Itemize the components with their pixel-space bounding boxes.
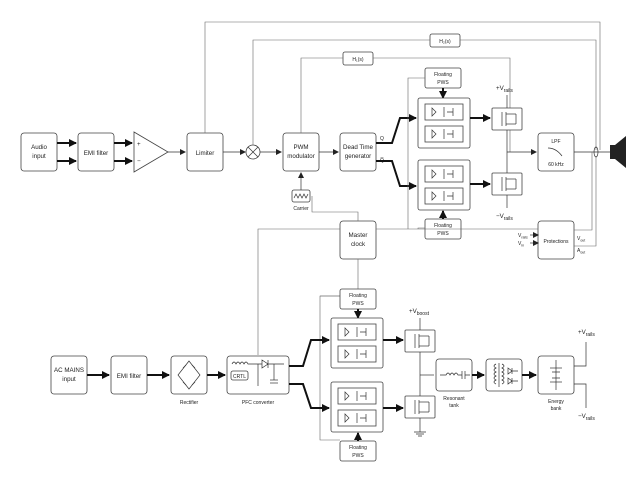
high-side-mosfet <box>491 107 523 131</box>
pfc-to-upper-driver <box>289 336 330 367</box>
h2-feedback-block: H₂(s) <box>429 33 461 48</box>
qbar-to-low-driver <box>376 160 417 190</box>
h2-to-summer-wire <box>252 39 430 145</box>
resonant-tank-label-2: tank <box>449 403 459 409</box>
crtl-label: CRTL <box>233 374 246 380</box>
audio-input-label-2: input <box>32 153 46 160</box>
gate-driver-low <box>417 159 471 211</box>
v-out-label: Vout <box>577 236 585 243</box>
energy-bank-block: Energy bank <box>537 355 575 412</box>
diff-amplifier: + − <box>133 131 169 173</box>
emi-filter-top-label: EMI filter <box>84 150 108 157</box>
master-clock-block: Master clock <box>339 220 377 260</box>
lpf-label-2: 60 kHz <box>548 162 564 168</box>
lpf-label-1: LPF <box>551 139 560 145</box>
plus-rail-output <box>574 342 587 367</box>
resonant-tank-block: Resonant tank <box>435 358 473 409</box>
ac-mains-label-1: AC MAINS <box>54 367 84 374</box>
audio-input-label-1: Audio <box>31 144 47 151</box>
emi-filter-bottom-block: EMI filter <box>110 355 148 395</box>
fpws-top2-label-2: PWS <box>437 231 449 237</box>
h2-from-output-wire <box>460 39 597 150</box>
pfc-converter-label: PFC converter <box>242 400 275 406</box>
h1-to-pwm-wire <box>300 57 343 133</box>
power-mosfet-lower <box>404 395 436 419</box>
audio-input-block: Audio input <box>20 132 58 172</box>
q-output-label: Q <box>380 136 384 142</box>
energy-bank-label-2: bank <box>551 406 562 412</box>
energy-bank-label-1: Energy <box>548 399 564 405</box>
fpws-top2-label-1: Floating <box>434 223 452 229</box>
clock-to-pfc-wire <box>257 228 340 355</box>
resonant-tank-label-1: Resonant <box>443 396 465 402</box>
clock-to-fpws-wire <box>407 77 425 229</box>
minus-vrails-label: −Vrails <box>496 213 513 222</box>
plus-vrails-label: +Vrails <box>496 85 513 94</box>
speaker-icon <box>610 136 626 168</box>
floating-pws-bottom-2: Floating PWS <box>339 440 377 462</box>
power-gate-driver-lower <box>330 381 384 433</box>
pwm-modulator-block: PWM modulator <box>282 132 320 172</box>
transformer-rectifier-block <box>485 358 523 392</box>
outer-loop-wire <box>204 21 601 150</box>
fpws-bot1-label-1: Floating <box>349 293 367 299</box>
master-clock-label-2: clock <box>351 241 366 248</box>
dead-time-label-2: generator <box>345 153 372 160</box>
plus-vrails-out-label: +Vrails <box>578 329 595 338</box>
h1-label: H₁(s) <box>352 57 363 63</box>
opamp-plus-sign: + <box>137 141 141 148</box>
protections-block: Protections <box>537 220 575 260</box>
minus-rail-output <box>574 383 587 408</box>
pfc-to-lower-driver <box>289 383 330 412</box>
minus-vrails-out-label: −Vrails <box>578 413 595 422</box>
clock-to-carrier-wire <box>311 196 359 221</box>
power-mosfet-upper <box>404 329 436 353</box>
current-sense-wire <box>574 157 597 247</box>
carrier-label: Carrier <box>293 206 309 212</box>
clock-to-fpws2-wire <box>417 227 425 229</box>
pwm-label-1: PWM <box>293 144 308 151</box>
rectifier-block: Rectifier <box>170 355 208 406</box>
output-sense-wire <box>574 152 593 231</box>
carrier-block: Carrier <box>291 189 311 212</box>
fpws-top1-label-1: Floating <box>434 72 452 78</box>
protections-label: Protections <box>543 239 569 245</box>
ac-mains-input-block: AC MAINS input <box>50 355 88 395</box>
dead-time-generator-block: Dead Time generator <box>339 132 377 172</box>
ground-icon <box>414 431 426 437</box>
floating-pws-top-1: Floating PWS <box>424 67 462 89</box>
power-gate-driver-upper <box>330 317 384 369</box>
dead-time-label-1: Dead Time <box>343 144 373 151</box>
a-out-label: Aout <box>577 248 585 255</box>
lpf-block: LPF 60 kHz <box>537 132 575 172</box>
fpws-bot2-label-1: Floating <box>349 445 367 451</box>
ac-mains-label-2: input <box>62 376 76 383</box>
h1-feedback-block: H₁(s) <box>342 51 374 66</box>
pfc-converter-block: CRTL PFC converter <box>226 355 290 406</box>
limiter-block: Limiter <box>186 132 224 172</box>
fpws-top1-label-2: PWS <box>437 80 449 86</box>
v-supply-label: Vrails <box>518 233 528 240</box>
fpws-bot2-label-2: PWS <box>352 453 364 459</box>
rectifier-label: Rectifier <box>180 400 199 406</box>
fpws-bot1-label-2: PWS <box>352 301 364 307</box>
opamp-minus-sign: − <box>137 158 141 165</box>
summing-junction <box>245 144 261 160</box>
low-side-mosfet <box>491 172 523 196</box>
emi-filter-top-block: EMI filter <box>77 132 115 172</box>
pwm-label-2: modulator <box>287 153 315 160</box>
limiter-label: Limiter <box>196 150 215 157</box>
emi-filter-bottom-label: EMI filter <box>117 373 141 380</box>
v-in-label: Vin <box>518 241 524 248</box>
plus-vboost-label: +Vboost <box>409 308 430 317</box>
floating-pws-bottom-1: Floating PWS <box>339 288 377 310</box>
gate-driver-high <box>417 97 471 149</box>
h2-label: H₂(s) <box>439 39 451 45</box>
master-clock-label-1: Master <box>349 232 368 239</box>
